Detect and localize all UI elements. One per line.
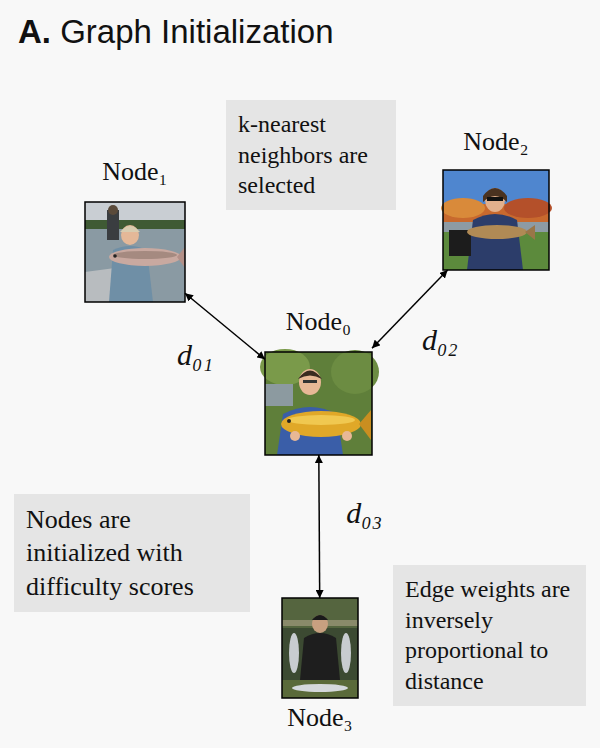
fish-photo: [260, 349, 379, 455]
edge-label: d₀₃: [343, 495, 385, 531]
node-label: Node₀: [286, 302, 351, 342]
note-text: k-nearest neighbors are selected: [238, 109, 384, 201]
node-label: Node₁: [102, 152, 167, 192]
image-node: Node₂: [443, 122, 549, 270]
edge-label: d₀₂: [419, 322, 461, 358]
node-label: Node₂: [463, 122, 528, 162]
fish-photo: [282, 598, 358, 698]
image-node: Node₁: [85, 152, 185, 302]
distance-arrow: [318, 455, 320, 598]
note-box: k-nearest neighbors are selected: [226, 100, 396, 210]
fish-photo: [441, 170, 552, 270]
note-box: Edge weights are inversely proportional …: [393, 565, 586, 706]
note-text: Nodes are initialized with difficulty sc…: [26, 503, 238, 603]
fish-photo: [85, 202, 185, 302]
note-text: Edge weights are inversely proportional …: [405, 574, 574, 697]
note-box: Nodes are initialized with difficulty sc…: [14, 494, 250, 612]
edge-label: d₀₁: [174, 337, 216, 373]
node-label: Node₃: [287, 700, 352, 736]
image-node: Node₀: [265, 302, 372, 455]
figure-title: A. Graph Initialization: [18, 12, 333, 52]
image-node: Node₃: [282, 598, 358, 736]
